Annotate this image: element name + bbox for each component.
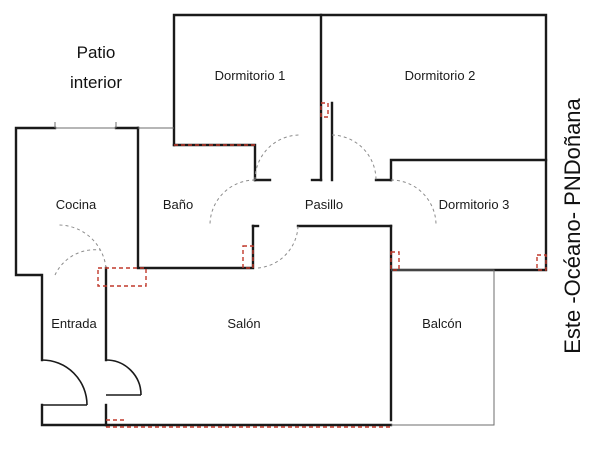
balcon-label: Balcón — [422, 316, 462, 331]
entrada-label: Entrada — [51, 316, 97, 331]
patio-label-line1: Patio — [77, 43, 116, 62]
orientation-label: Este -Océano- PNDoñana — [560, 97, 585, 353]
salon-label: Salón — [227, 316, 260, 331]
patio-label: Patio interior — [70, 43, 122, 92]
dormitorio1-label: Dormitorio 1 — [215, 68, 286, 83]
patio-label-line2: interior — [70, 73, 122, 92]
bano-label: Baño — [163, 197, 193, 212]
red-markers — [97, 102, 547, 428]
walls — [14, 13, 548, 427]
dormitorio2-label: Dormitorio 2 — [405, 68, 476, 83]
pasillo-label: Pasillo — [305, 197, 343, 212]
thin-lines — [54, 122, 495, 426]
dormitorio3-label: Dormitorio 3 — [439, 197, 510, 212]
entrance-doors — [41, 359, 142, 406]
cocina-label: Cocina — [56, 197, 97, 212]
door-arcs — [54, 134, 437, 276]
